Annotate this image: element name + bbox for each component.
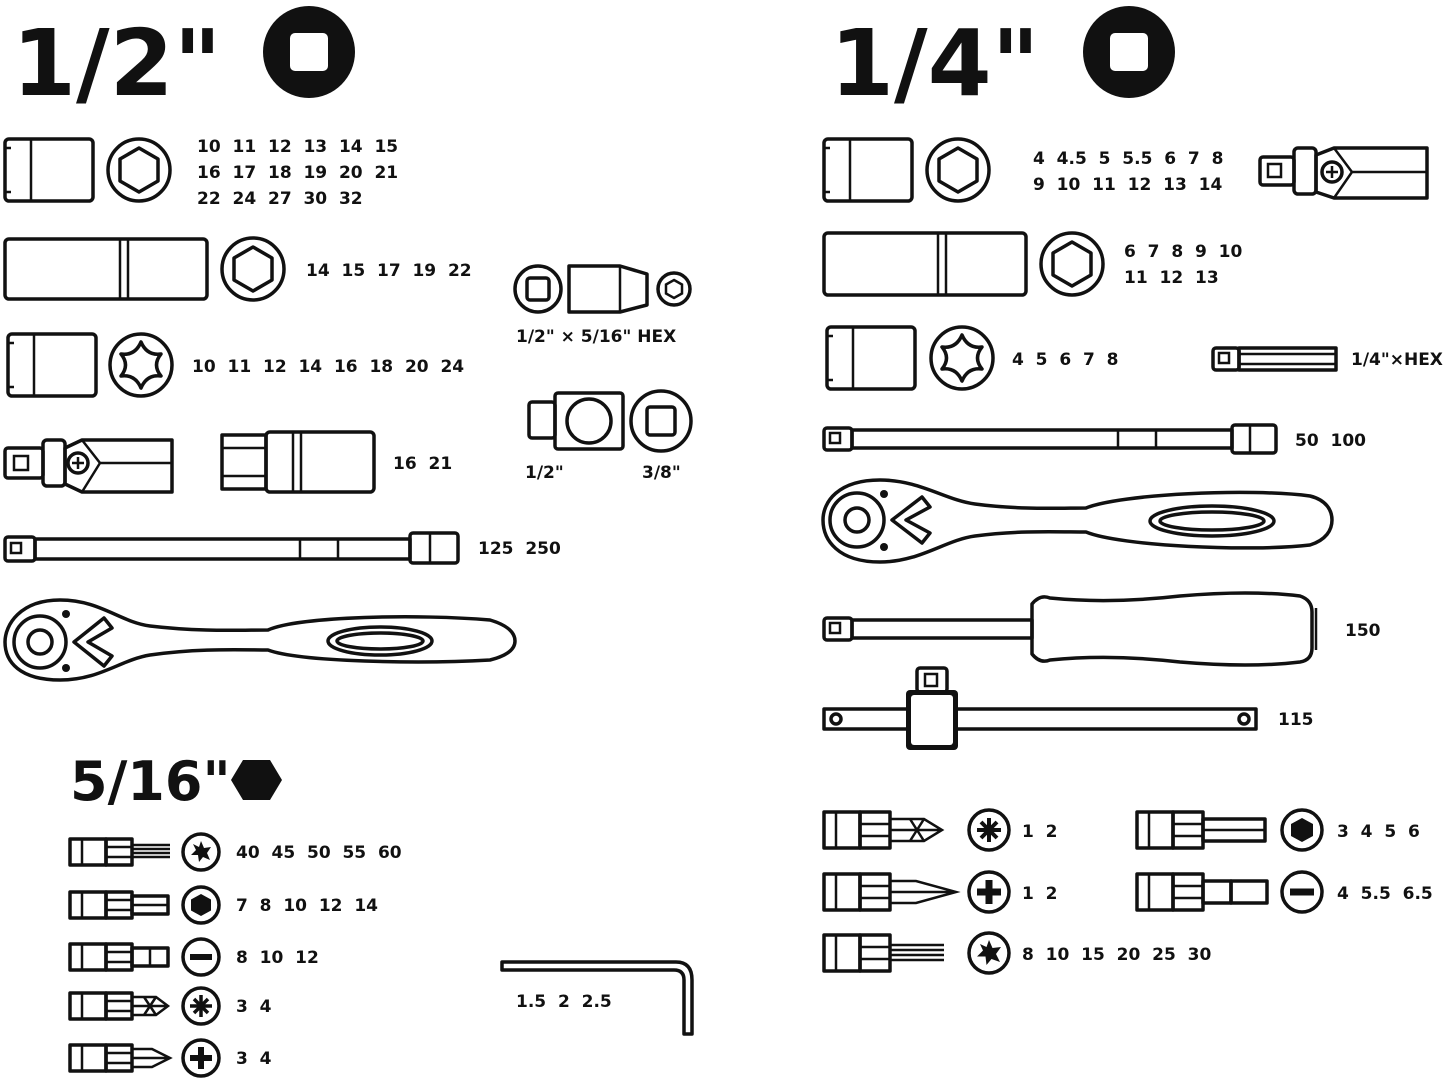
standard-socket <box>3 137 95 203</box>
hex-socket-icon <box>1039 231 1105 297</box>
extension-bar-sizes: 125 250 <box>478 539 561 559</box>
drive-adapter <box>527 389 693 453</box>
deep-socket <box>822 231 1028 297</box>
quarter-inch-title: 1/4" <box>830 10 1040 117</box>
hex-socket-icon <box>925 137 991 203</box>
t-bar-size: 115 <box>1278 710 1314 730</box>
torx-icon <box>108 332 174 398</box>
extension-bar <box>822 423 1278 455</box>
deep-socket <box>3 237 209 301</box>
deep-socket-sizes-row-2: 11 12 13 <box>1124 268 1219 288</box>
hex-key-sizes: 1.5 2 2.5 <box>516 992 612 1012</box>
slotted-bit <box>68 942 170 972</box>
universal-joint <box>3 438 174 494</box>
torx-bit-sizes: 8 10 15 20 25 30 <box>1022 945 1211 965</box>
bit-adapter <box>513 264 692 314</box>
pozidriv-bit-sizes: 3 4 <box>236 997 272 1017</box>
ratchet <box>3 598 517 682</box>
bit-adapter-label: 1/2" × 5/16" HEX <box>516 327 676 347</box>
slotted-icon <box>181 937 221 977</box>
torx-socket-sizes: 4 5 6 7 8 <box>1012 350 1119 370</box>
hex-bit <box>1135 810 1267 850</box>
pozidriv-bit-sizes: 1 2 <box>1022 822 1058 842</box>
hex-drive-icon <box>181 885 221 925</box>
spinner-handle-size: 150 <box>1345 621 1381 641</box>
torx-icon <box>929 325 995 391</box>
t-bar <box>822 666 1258 750</box>
pozidriv-icon <box>967 808 1011 852</box>
pozidriv-bit <box>822 810 945 850</box>
hex-bit-sizes: 3 4 5 6 <box>1337 822 1420 842</box>
phillips-bit-sizes: 3 4 <box>236 1049 272 1069</box>
phillips-bit-sizes: 1 2 <box>1022 884 1058 904</box>
phillips-icon <box>967 870 1011 914</box>
quarter-inch-heading: 1/4" <box>830 6 1175 117</box>
socket-sizes-row-2: 9 10 11 12 13 14 <box>1033 175 1222 195</box>
hex-drive-icon <box>1280 808 1324 852</box>
torx-socket <box>6 332 98 398</box>
adapter-label-right: 3/8" <box>642 463 681 483</box>
hex-bit-sizes: 7 8 10 12 14 <box>236 896 378 916</box>
spinner-handle <box>822 591 1318 667</box>
bit-adapter-label: 1/4"×HEX <box>1351 350 1443 370</box>
torx-bit <box>68 837 170 867</box>
square-drive-icon <box>513 264 563 314</box>
extension-bar-sizes: 50 100 <box>1295 431 1366 451</box>
slotted-bit-sizes: 4 5.5 6.5 <box>1337 884 1433 904</box>
slotted-bit <box>1135 872 1269 912</box>
deep-socket-sizes-row-1: 6 7 8 9 10 <box>1124 242 1242 262</box>
torx-icon <box>181 832 221 872</box>
socket-sizes-row-3: 22 24 27 30 32 <box>197 189 363 209</box>
hex-socket-icon <box>220 236 286 302</box>
spark-plug-sizes: 16 21 <box>393 454 452 474</box>
five-sixteenth-title: 5/16" <box>70 750 231 813</box>
adapter-label-left: 1/2" <box>525 463 564 483</box>
torx-bit <box>822 933 944 973</box>
phillips-bit <box>68 1043 173 1073</box>
hex-drive-icon <box>231 760 282 800</box>
torx-icon <box>967 931 1011 975</box>
square-drive-icon <box>263 6 355 98</box>
socket-sizes-row-1: 10 11 12 13 14 15 <box>197 137 398 157</box>
socket-sizes-row-2: 16 17 18 19 20 21 <box>197 163 398 183</box>
slotted-bit-sizes: 8 10 12 <box>236 948 319 968</box>
phillips-bit <box>822 872 961 912</box>
hex-bit <box>68 890 170 920</box>
torx-socket-sizes: 10 11 12 14 16 18 20 24 <box>192 357 464 377</box>
torx-bit-sizes: 40 45 50 55 60 <box>236 843 402 863</box>
ratchet <box>821 478 1334 564</box>
extension-bar <box>3 531 460 565</box>
five-sixteenth-heading: 5/16" <box>70 750 282 813</box>
hex-key <box>500 960 694 1036</box>
slotted-icon <box>1280 870 1324 914</box>
half-inch-title: 1/2" <box>12 10 222 117</box>
square-drive-icon <box>1083 6 1175 98</box>
standard-socket <box>822 137 914 203</box>
phillips-icon <box>181 1038 221 1078</box>
pozidriv-bit <box>68 991 171 1021</box>
socket-sizes-row-1: 4 4.5 5 5.5 6 7 8 <box>1033 149 1223 169</box>
universal-joint <box>1258 146 1429 200</box>
pozidriv-icon <box>181 986 221 1026</box>
torx-socket <box>825 325 917 391</box>
bit-adapter <box>1211 346 1338 372</box>
square-drive-icon <box>629 389 693 453</box>
deep-socket-sizes: 14 15 17 19 22 <box>306 261 472 281</box>
half-inch-heading: 1/2" <box>12 6 355 117</box>
hex-drive-icon <box>656 271 692 307</box>
spark-plug-socket <box>220 430 376 494</box>
hex-socket-icon <box>106 137 172 203</box>
